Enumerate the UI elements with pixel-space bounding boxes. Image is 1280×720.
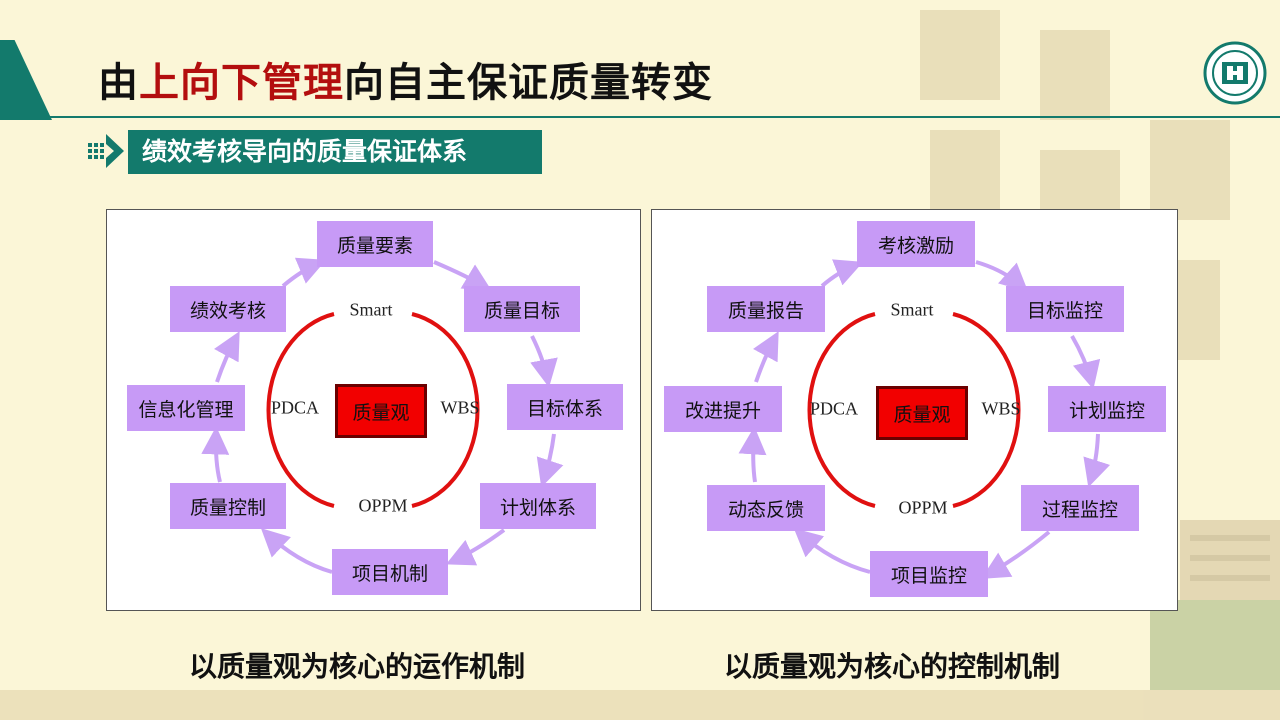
title-divider: [0, 116, 1280, 118]
node-project-mechanism: 项目机制: [332, 549, 448, 595]
node-project-monitoring: 项目监控: [870, 551, 988, 597]
node-dynamic-feedback: 动态反馈: [707, 485, 825, 531]
control-mechanism-diagram: 考核激励 目标监控 计划监控 过程监控 项目监控 动态反馈 改进提升 质量报告 …: [651, 209, 1178, 611]
double-arrow-icon: [88, 134, 124, 168]
title-part2: 向自主保证质量转变: [344, 60, 713, 106]
operation-mechanism-diagram: 质量要素 质量目标 目标体系 计划体系 项目机制 质量控制 信息化管理 绩效考核…: [106, 209, 641, 611]
label-pdca: PDCA: [270, 397, 320, 418]
node-quality-elements: 质量要素: [317, 221, 433, 267]
node-plan-monitoring: 计划监控: [1048, 386, 1166, 432]
node-process-monitoring: 过程监控: [1021, 485, 1139, 531]
node-target-monitoring: 目标监控: [1006, 286, 1124, 332]
node-quality-control: 质量控制: [170, 483, 286, 529]
diagram-connectors: [738, 259, 1111, 579]
node-plan-system: 计划体系: [480, 483, 596, 529]
label-smart: Smart: [349, 299, 393, 320]
page-title: 由上向下管理向自主保证质量转变: [98, 50, 713, 108]
diagram-connectors: [201, 257, 564, 574]
title-highlight: 上向下管理: [139, 60, 344, 106]
section-subtitle: 绩效考核导向的质量保证体系: [128, 130, 542, 174]
node-quality-report: 质量报告: [707, 286, 825, 332]
node-target-system: 目标体系: [507, 384, 623, 430]
node-performance-assessment: 绩效考核: [170, 286, 286, 332]
label-oppm: OPPM: [898, 497, 948, 518]
title-accent-shape: [0, 40, 52, 120]
label-wbs: WBS: [440, 397, 480, 418]
node-information-management: 信息化管理: [127, 385, 245, 431]
node-assessment-incentives: 考核激励: [857, 221, 975, 267]
title-part1: 由: [98, 60, 139, 106]
caption-control-mechanism: 以质量观为核心的控制机制: [724, 650, 1061, 683]
caption-operation-mechanism: 以质量观为核心的运作机制: [189, 650, 526, 683]
label-wbs: WBS: [981, 398, 1021, 419]
label-pdca: PDCA: [809, 398, 859, 419]
center-quality-view: 质量观: [335, 384, 427, 438]
node-improvement: 改进提升: [664, 386, 782, 432]
school-logo: [1203, 41, 1267, 105]
center-quality-view: 质量观: [876, 386, 968, 440]
node-quality-targets: 质量目标: [464, 286, 580, 332]
label-oppm: OPPM: [358, 495, 408, 516]
label-smart: Smart: [890, 299, 934, 320]
